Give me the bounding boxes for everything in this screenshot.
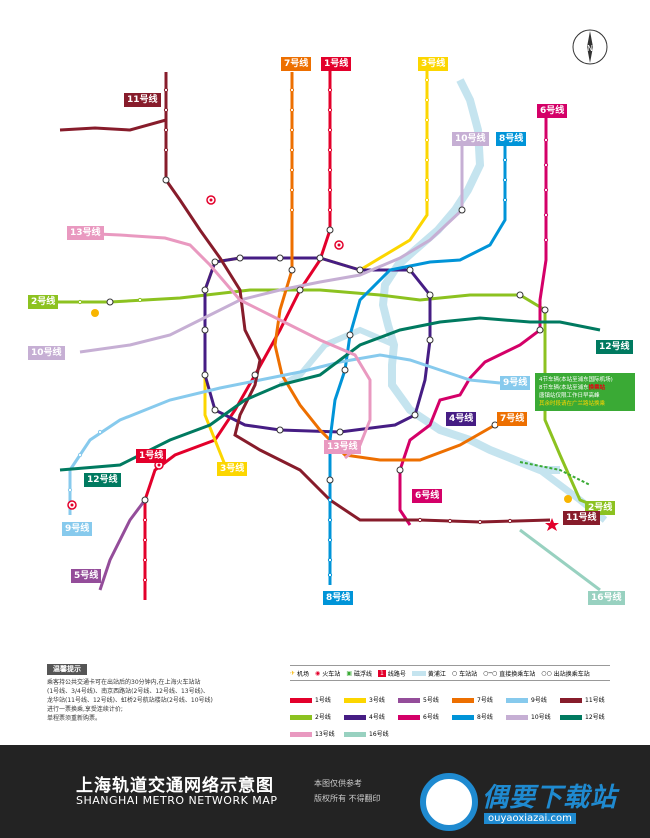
- line-tag-8-south[interactable]: 8号线: [323, 591, 354, 605]
- legend-station: ○车站站: [451, 669, 478, 678]
- legend-line-13[interactable]: 13号线: [290, 729, 340, 738]
- callout-line-1: 4节车辆(本站至浦东国际机场): [539, 377, 613, 383]
- watermark-logo-icon: [420, 773, 478, 831]
- line-8-path: [328, 145, 507, 585]
- line-tag-9[interactable]: 9号线: [500, 376, 531, 390]
- line-tag-10-west[interactable]: 10号线: [28, 346, 65, 360]
- notice-line: 进行一票换乘,享受连续计价;: [47, 706, 123, 713]
- notice-line: 龙华站(11号线、12号线)、虹桥2号航站楼站(2号线、10号线): [47, 697, 213, 704]
- copyright-note: 本图仅供参考 版权所有 不得翻印: [314, 776, 381, 806]
- notice-line: (1号线、3/4号线)、南京西路站(2号线、12号线、13号线)、: [47, 688, 209, 695]
- line-12-path: [59, 316, 601, 472]
- line-tag-16[interactable]: 16号线: [588, 591, 625, 605]
- line-tag-13-south[interactable]: 13号线: [324, 440, 361, 454]
- legend-line-1[interactable]: 1号线: [290, 695, 340, 704]
- disney-star-icon: [545, 518, 559, 531]
- line-tag-8[interactable]: 8号线: [496, 132, 527, 146]
- legend-outside-transfer: ○○出站换乘车站: [541, 669, 590, 678]
- legend-line-16[interactable]: 16号线: [344, 729, 394, 738]
- river-icon: [411, 670, 426, 676]
- line-5-path: [98, 499, 147, 591]
- line-tag-12[interactable]: 12号线: [596, 340, 633, 354]
- legend-line-7[interactable]: 7号线: [452, 695, 502, 704]
- notice-panel: 温馨提示 乘客持公共交通卡可在出站后的30分钟内,在上海火车站站 (1号线、3/…: [47, 664, 277, 723]
- legend-line-3[interactable]: 3号线: [344, 695, 394, 704]
- line-tag-1[interactable]: 1号线: [321, 57, 352, 71]
- map-title-zh: 上海轨道交通网络示意图: [76, 776, 274, 796]
- legend-line-9[interactable]: 9号线: [506, 695, 556, 704]
- compass-icon: N: [572, 29, 608, 65]
- line-tag-10[interactable]: 10号线: [452, 132, 489, 146]
- legend-line-8[interactable]: 8号线: [452, 712, 502, 721]
- legend-transfer: ○─○直接换乘车站: [483, 669, 536, 678]
- callout-line-4: 其余时段请在广兰路站换乘: [539, 401, 606, 407]
- line-11-branch: [59, 118, 167, 132]
- legend-lines: 1号线 3号线 5号线 7号线 9号线 11号线 2号线 4号线 6号线 8号线…: [290, 695, 610, 738]
- station-icon: ○: [451, 669, 458, 677]
- line-tag-4[interactable]: 4号线: [446, 412, 477, 426]
- line-tag-3-south[interactable]: 3号线: [217, 462, 248, 476]
- maglev-path: [519, 461, 591, 486]
- legend-line-4[interactable]: 4号线: [344, 712, 394, 721]
- legend-river: 黄浦江: [411, 669, 446, 678]
- line-2-service-callout: 4节车辆(本站至浦东国际机场) 8节车辆(本站至浦东换乘站 唐镇站仅限工作日早高…: [535, 373, 635, 411]
- line-tag-12-west[interactable]: 12号线: [84, 473, 121, 487]
- metro-map: [45, 65, 608, 600]
- line-tag-13[interactable]: 13号线: [67, 226, 104, 240]
- legend-maglev: ▣磁浮线: [346, 669, 372, 678]
- legend-line-12[interactable]: 12号线: [560, 712, 610, 721]
- line-tag-2[interactable]: 2号线: [28, 295, 59, 309]
- line-tag-7[interactable]: 7号线: [281, 57, 312, 71]
- notice-title: 温馨提示: [47, 664, 87, 675]
- watermark-url: ouyaoxiazai.com: [484, 813, 576, 824]
- line-10-path: [79, 140, 464, 354]
- legend-line-5[interactable]: 5号线: [398, 695, 448, 704]
- line-tag-11-south[interactable]: 11号线: [563, 511, 600, 525]
- line-tag-1-south[interactable]: 1号线: [136, 449, 167, 463]
- line-13-path: [74, 231, 372, 460]
- transfer-icon: ○─○: [483, 669, 498, 677]
- line-tag-5[interactable]: 5号线: [71, 569, 102, 583]
- watermark: 偶要下载站 ouyaoxiazai.com: [420, 773, 640, 833]
- line-tag-9-west[interactable]: 9号线: [62, 522, 93, 536]
- legend-airport: ✈机场: [290, 669, 310, 678]
- notice-line: 单程票须重新购票。: [47, 715, 102, 722]
- regular-stations: [67, 77, 549, 583]
- line-2-path: [45, 288, 601, 510]
- note-copyright: 版权所有 不得翻印: [314, 794, 381, 803]
- map-title-en: SHANGHAI METRO NETWORK MAP: [76, 794, 278, 807]
- airport-icons: [91, 309, 572, 503]
- line-tag-6-south[interactable]: 6号线: [412, 489, 443, 503]
- huangpu-river: [378, 78, 560, 474]
- callout-line-2: 8节车辆(本站至浦东换乘站: [539, 385, 606, 391]
- line-tag-3[interactable]: 3号线: [418, 57, 449, 71]
- maglev-icon: ▣: [346, 669, 352, 677]
- line-tag-6[interactable]: 6号线: [537, 104, 568, 118]
- note-reference: 本图仅供参考: [314, 779, 362, 788]
- railway-icon: ◉: [315, 669, 321, 677]
- watermark-text: 偶要下载站: [482, 783, 618, 813]
- legend-line-2[interactable]: 2号线: [290, 712, 340, 721]
- legend-railway: ◉火车站: [315, 669, 341, 678]
- line-number-icon: 1: [378, 669, 386, 677]
- notice-line: 乘客持公共交通卡可在出站后的30分钟内,在上海火车站站: [47, 679, 201, 686]
- outside-transfer-icon: ○○: [541, 669, 552, 677]
- line-tag-7-east[interactable]: 7号线: [497, 412, 528, 426]
- legend-line-6[interactable]: 6号线: [398, 712, 448, 721]
- legend-line-11[interactable]: 11号线: [560, 695, 610, 704]
- line-6-path: [398, 118, 548, 526]
- transfer-stations: [106, 176, 549, 504]
- line-16-path: [519, 528, 601, 592]
- legend-line-10[interactable]: 10号线: [506, 712, 556, 721]
- line-tag-11[interactable]: 11号线: [124, 93, 161, 107]
- line-9-path: [68, 353, 501, 515]
- huangpu-river-branch: [278, 326, 397, 388]
- airport-icon: ✈: [290, 669, 296, 677]
- railway-station-icons: [67, 195, 344, 510]
- callout-line-3: 唐镇站仅限工作日早高峰: [539, 393, 600, 399]
- svg-text:N: N: [587, 44, 593, 53]
